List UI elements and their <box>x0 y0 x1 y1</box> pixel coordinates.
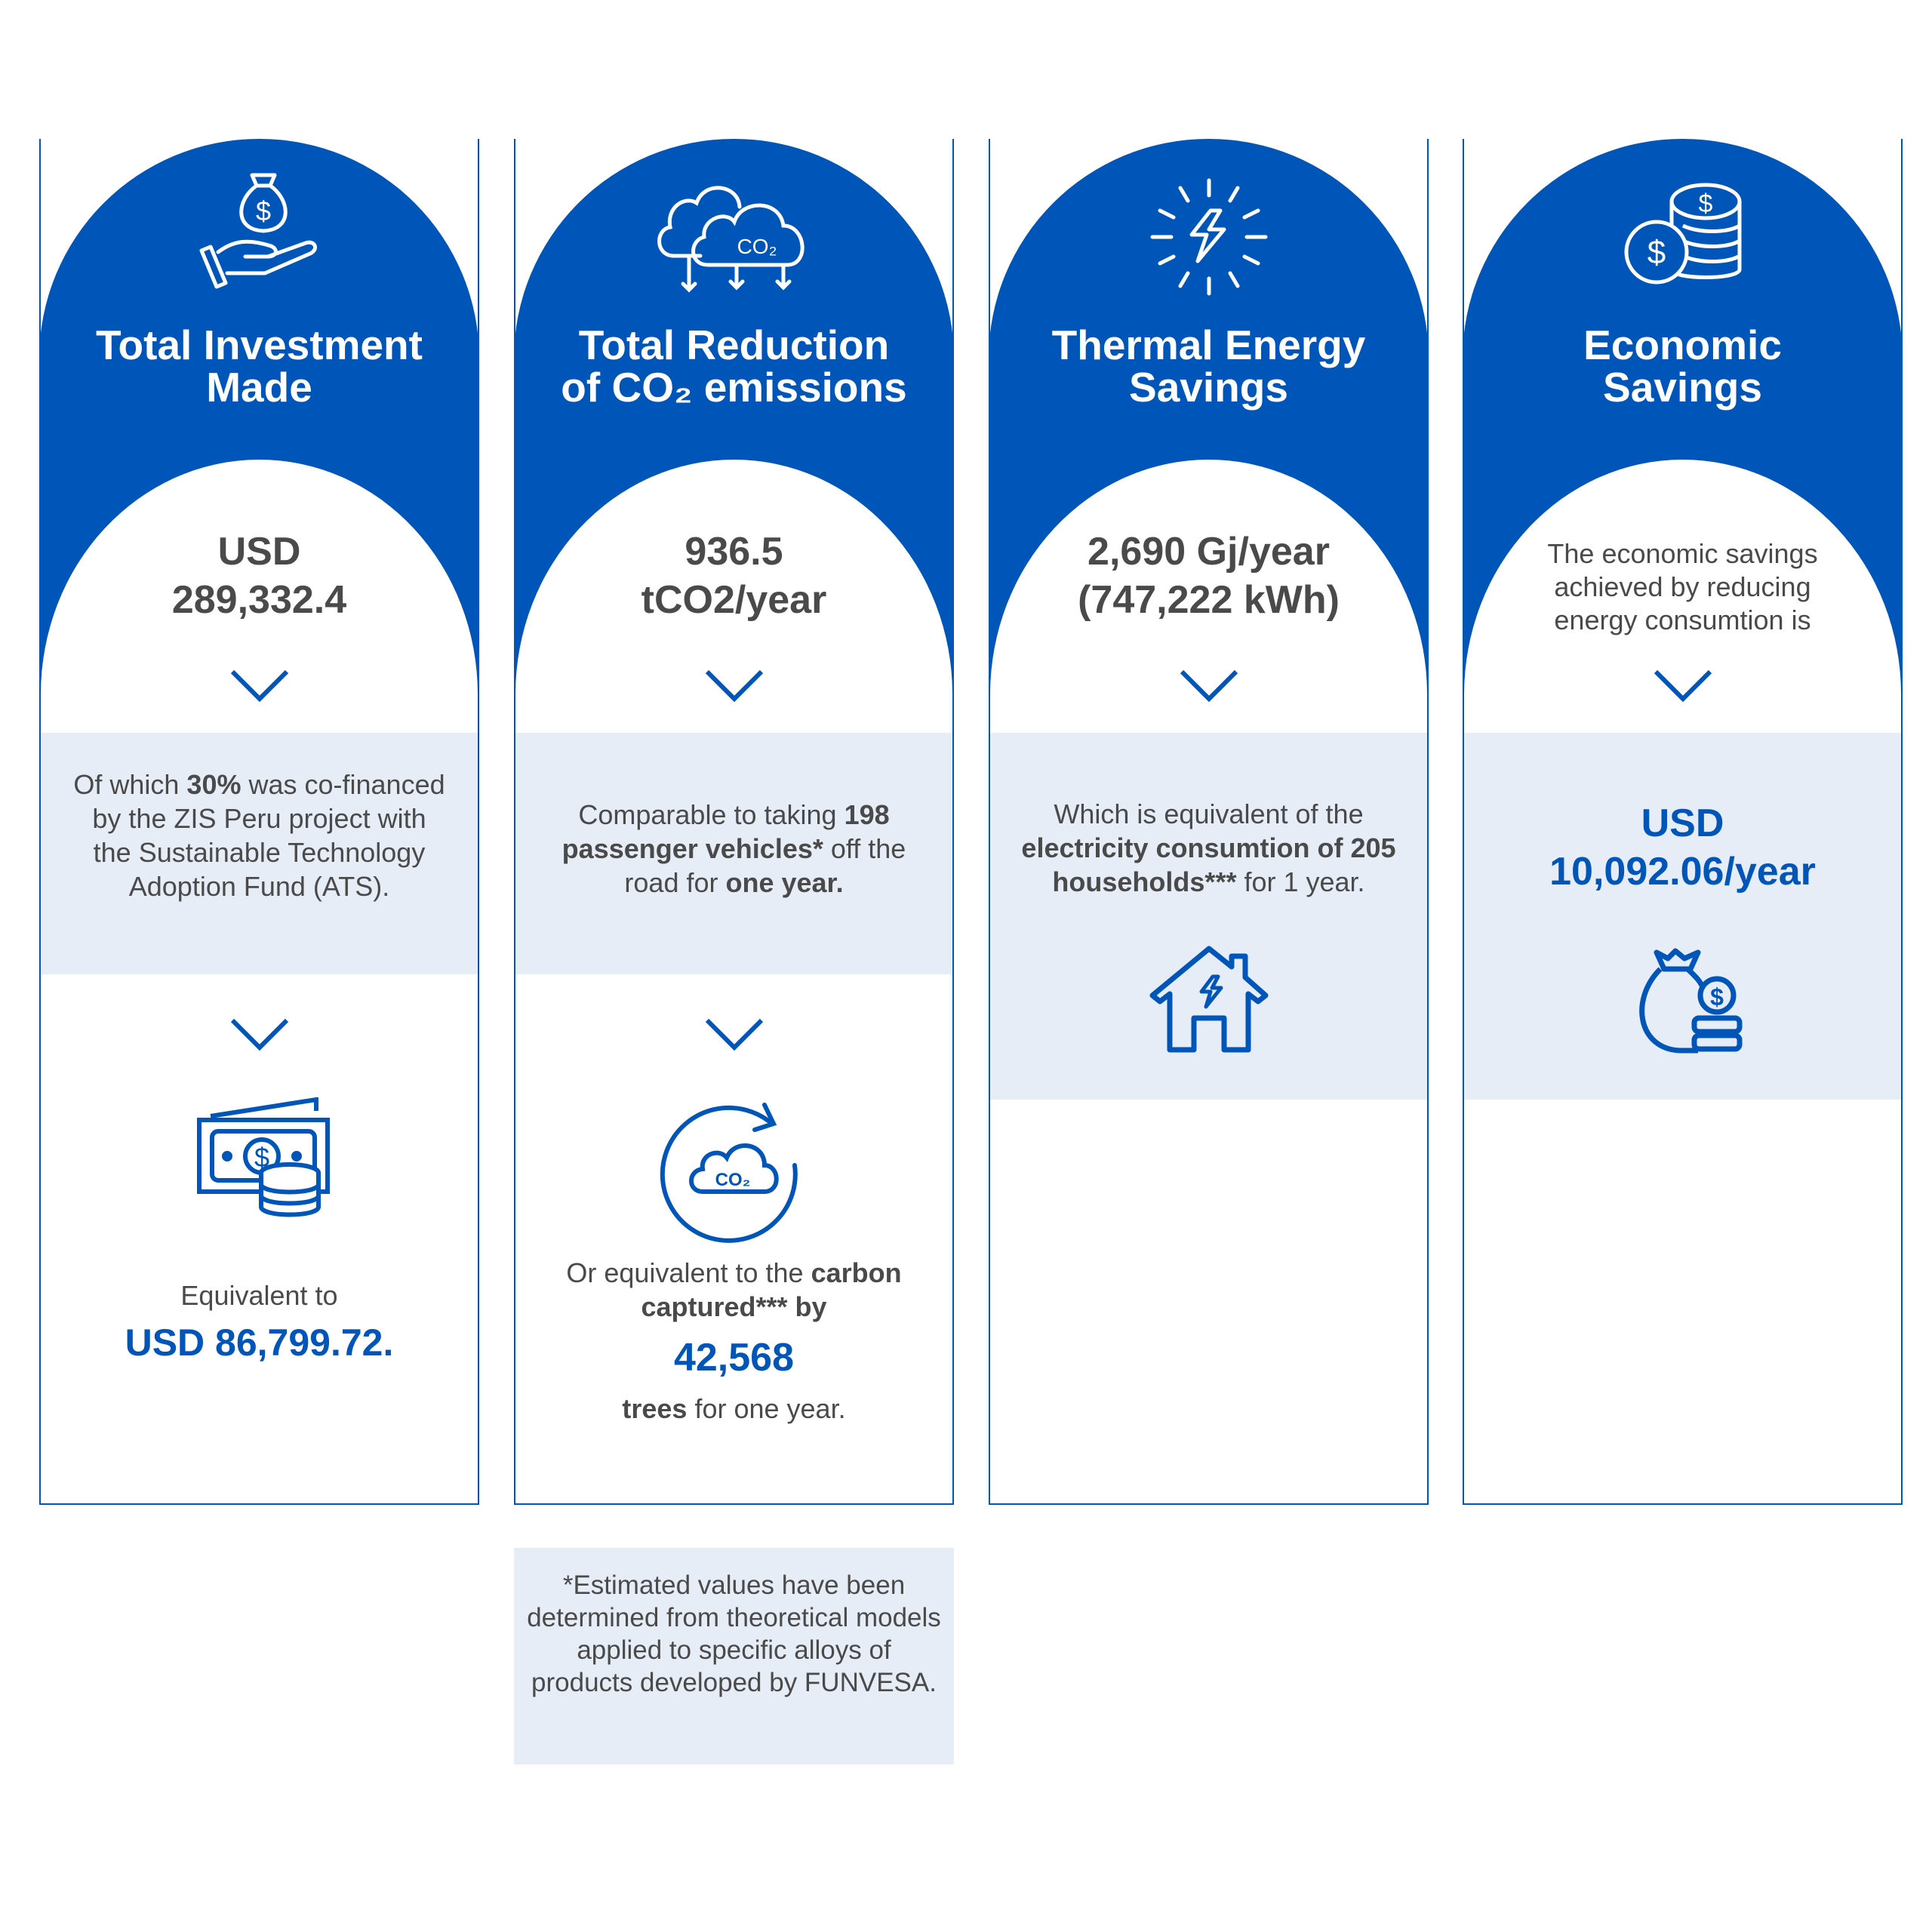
chevron-down-icon <box>705 1018 764 1051</box>
savings-intro: The economic savings achieved by reducin… <box>1547 538 1818 635</box>
chevron-down-icon <box>1180 669 1238 703</box>
chevron-down-icon <box>1654 669 1712 703</box>
vehicles-text: Comparable to taking 198 passenger vehic… <box>561 799 906 898</box>
chevron-down-icon <box>230 669 289 703</box>
money-bag-hand-icon: $ <box>199 173 317 289</box>
chevron-down-icon <box>230 1018 289 1051</box>
money-bag-coins-icon: $ <box>1639 948 1743 1054</box>
info-band <box>515 733 952 974</box>
equivalent-value: USD 86,799.72. <box>125 1321 394 1364</box>
house-energy-icon <box>1149 946 1269 1053</box>
svg-text:$: $ <box>254 1142 269 1173</box>
svg-text:$: $ <box>1699 189 1713 218</box>
energy-bolt-icon <box>1150 178 1268 296</box>
carbon-captured-text: Or equivalent to the carbon captured*** … <box>566 1257 902 1322</box>
co2-cycle-icon: CO₂ <box>660 1103 798 1243</box>
svg-text:$: $ <box>256 195 271 226</box>
info-band <box>990 733 1427 1100</box>
svg-text:CO₂: CO₂ <box>715 1170 751 1190</box>
energy-value: 2,690 Gj/year(747,222 kWh) <box>1078 530 1340 622</box>
equivalent-label: Equivalent to <box>180 1280 338 1311</box>
info-band <box>41 733 478 974</box>
cash-coins-icon: $ <box>197 1097 330 1217</box>
coins-stack-icon: $ $ <box>1624 183 1742 285</box>
trees-text: trees for one year. <box>622 1393 846 1424</box>
chevron-down-icon <box>705 669 764 703</box>
svg-text:$: $ <box>1710 983 1724 1011</box>
info-band <box>1464 733 1901 1100</box>
cofinance-text: Of which 30% was co-financed by the ZIS … <box>73 769 445 902</box>
footnote: *Estimated values have been determined f… <box>514 1548 954 1764</box>
trees-value: 42,568 <box>673 1336 795 1380</box>
svg-text:$: $ <box>1647 234 1666 271</box>
svg-text:CO₂: CO₂ <box>737 235 777 258</box>
households-text: Which is equivalent of the electricity c… <box>1021 798 1396 897</box>
co2-clouds-icon: CO₂ <box>657 186 804 293</box>
